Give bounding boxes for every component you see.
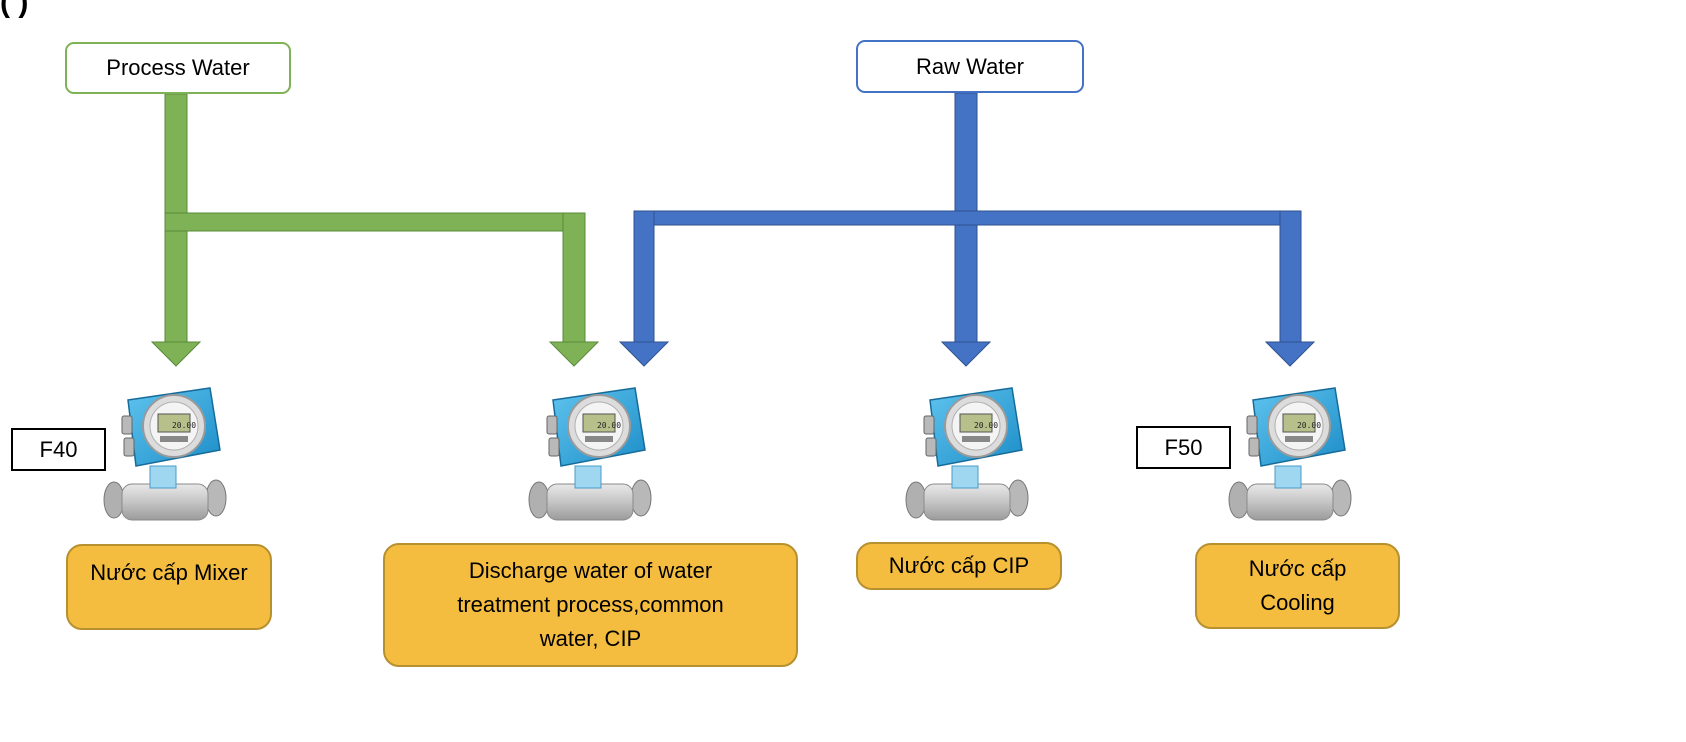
process-water-label: Process Water bbox=[106, 55, 250, 80]
raw-water-label: Raw Water bbox=[916, 53, 1024, 79]
flowmeter-icon: 20.00 bbox=[103, 387, 227, 521]
blue-pipe-down-discharge bbox=[633, 210, 655, 345]
flowmeter-display-value: 20.00 bbox=[597, 421, 621, 430]
process-water-source: Process Water bbox=[65, 42, 291, 94]
green-arrow-discharge bbox=[548, 341, 600, 367]
tag-f50-label: F50 bbox=[1164, 434, 1203, 460]
tag-f50: F50 bbox=[1136, 426, 1231, 469]
tag-f40-label: F40 bbox=[39, 436, 78, 462]
destination-discharge-label: Discharge water of water treatment proce… bbox=[457, 558, 724, 651]
flowmeter-display-value: 20.00 bbox=[172, 421, 196, 430]
blue-arrow-cooling bbox=[1264, 341, 1316, 367]
flowmeter-icon: 20.00 bbox=[528, 387, 652, 521]
flowmeter-display-value: 20.00 bbox=[974, 421, 998, 430]
flowmeter-group: 20.00 20.00 20.00 20.00 bbox=[103, 387, 1352, 521]
tag-f40: F40 bbox=[11, 428, 106, 471]
destination-discharge: Discharge water of water treatment proce… bbox=[383, 543, 798, 667]
destination-cip: Nước cấp CIP bbox=[856, 542, 1062, 590]
destination-cip-label: Nước cấp CIP bbox=[888, 553, 1030, 578]
green-arrow-mixer bbox=[150, 341, 202, 367]
green-pipe-horizontal bbox=[164, 212, 586, 232]
destination-cooling: Nước cấp Cooling bbox=[1195, 543, 1400, 629]
raw-water-source: Raw Water bbox=[856, 40, 1084, 93]
blue-arrow-discharge bbox=[618, 341, 670, 367]
green-pipe-down-2 bbox=[562, 212, 586, 345]
blue-pipe-down-cooling bbox=[1279, 210, 1302, 345]
destination-cooling-label: Nước cấp Cooling bbox=[1248, 556, 1347, 615]
destination-mixer: Nước cấp Mixer bbox=[66, 544, 272, 630]
destination-mixer-label: Nước cấp Mixer bbox=[90, 560, 248, 585]
pipe-network bbox=[150, 92, 1316, 367]
flowmeter-icon: 20.00 bbox=[1228, 387, 1352, 521]
flowmeter-display-value: 20.00 bbox=[1297, 421, 1321, 430]
page-title-fragment: ( ) bbox=[0, 0, 29, 19]
blue-pipe-horizontal bbox=[633, 210, 1302, 226]
blue-arrow-cip bbox=[940, 341, 992, 367]
flowmeter-icon: 20.00 bbox=[905, 387, 1029, 521]
